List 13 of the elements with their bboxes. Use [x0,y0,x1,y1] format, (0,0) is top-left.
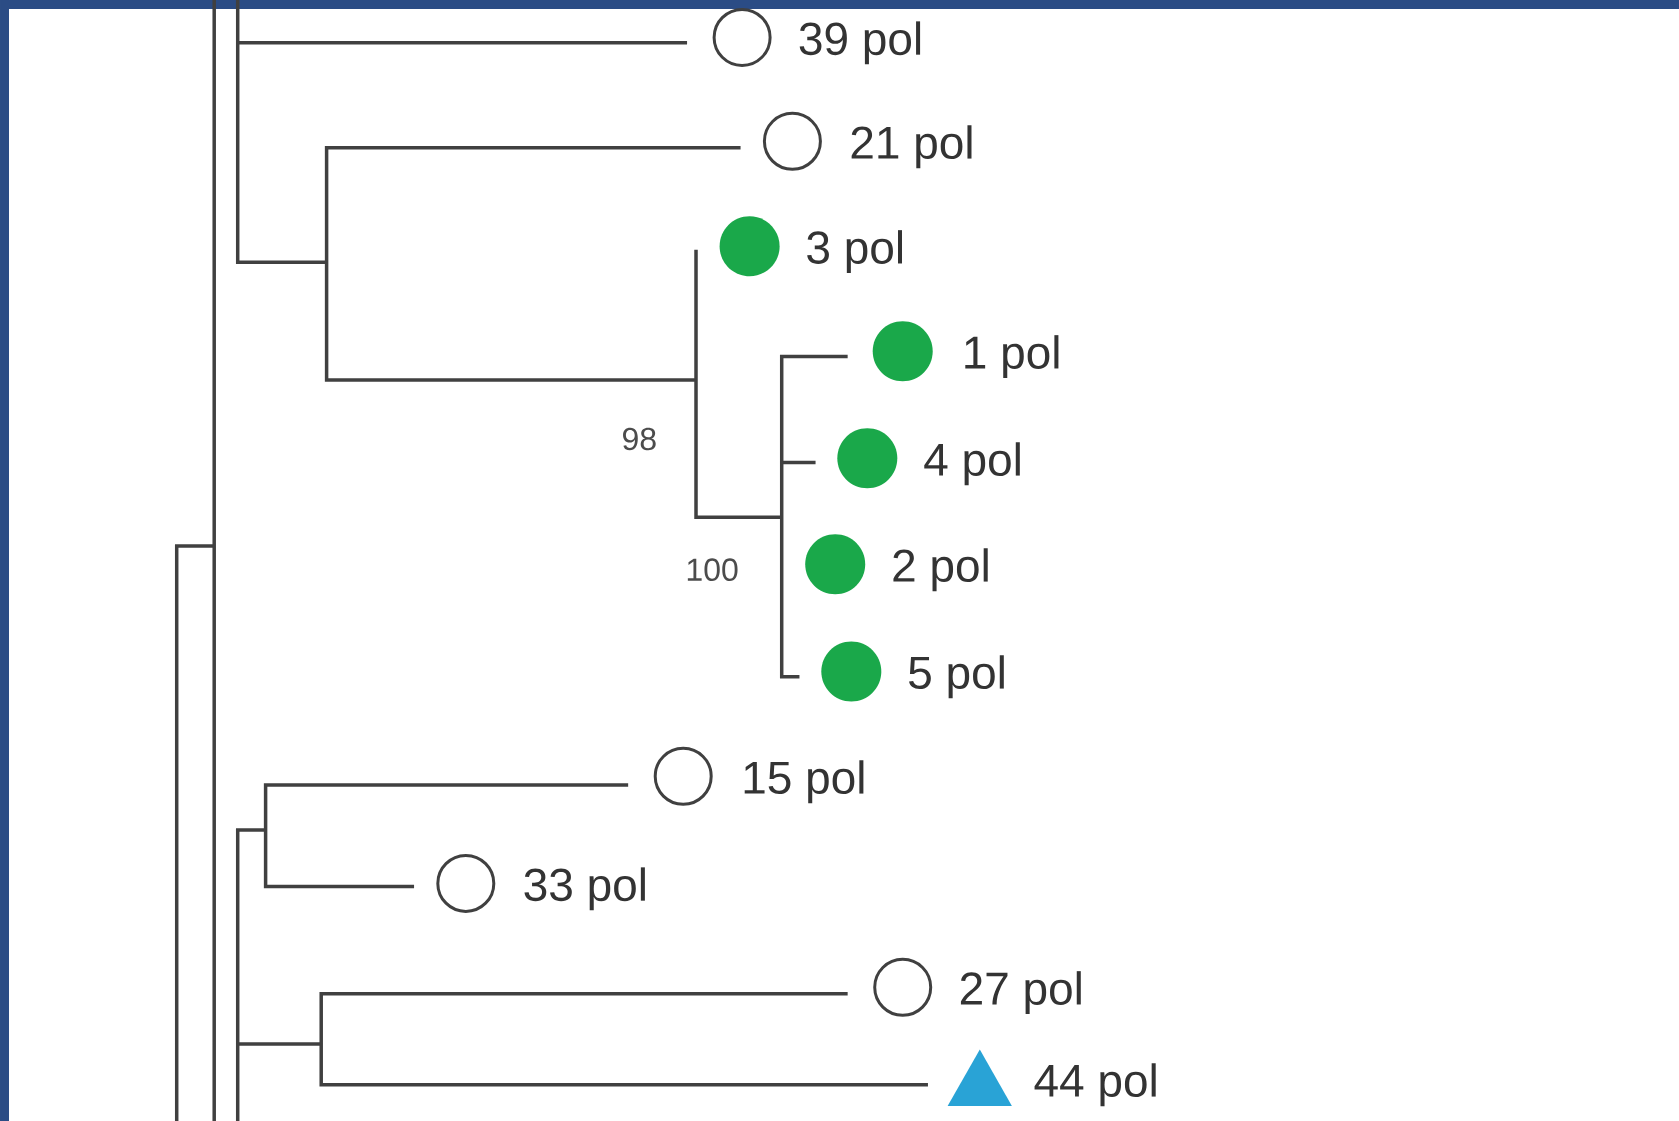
leaf-label: 15 pol [744,760,864,804]
bootstrap-value: 98 [623,427,656,451]
leaf-label: 2 pol [893,548,988,592]
leaf-label: 27 pol [960,971,1081,1015]
leaf-label: 5 pol [909,655,1004,699]
leaf-label: 39 pol [799,21,921,65]
leaf-label: 21 pol [851,125,972,169]
leaf-label: 1 pol [965,335,1059,379]
leaf-label: 44 pol [1034,1063,1156,1107]
leaf-label: 3 pol [807,230,902,274]
leaf-label: 4 pol [924,442,1020,486]
leaf-label: 33 pol [524,867,645,911]
bootstrap-value: 100 [687,558,738,581]
